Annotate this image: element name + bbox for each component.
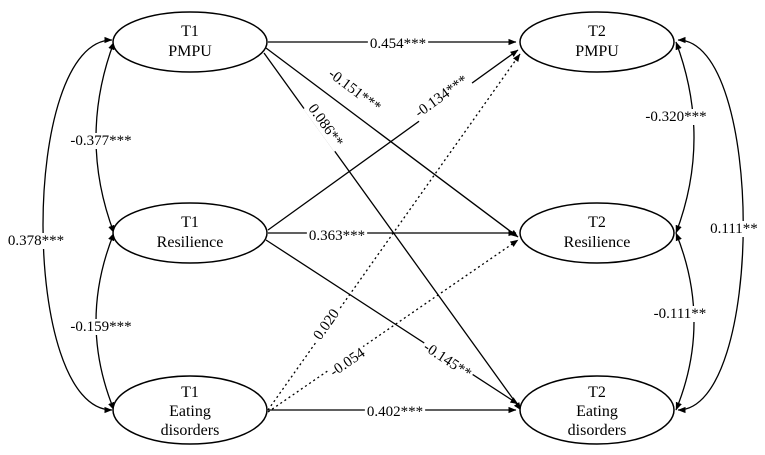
node-t1-resilience-line1: T1 [181, 214, 199, 231]
label-cov-t2-pmpu-eating: 0.111** [710, 221, 758, 237]
label-resilience-to-pmpu: -0.134*** [412, 72, 471, 121]
node-t1-pmpu-line1: T1 [181, 23, 199, 40]
label-pmpu-to-pmpu: 0.454*** [370, 36, 426, 52]
node-t2-resilience: T2 Resilience [519, 202, 675, 264]
label-backing [364, 404, 426, 420]
node-t1-eating-line1: T1 [181, 384, 199, 401]
node-t2-eating-disorders: T2 Eating disorders [519, 375, 675, 445]
label-backing [643, 109, 709, 125]
node-t1-pmpu-line2: PMPU [168, 43, 212, 60]
node-t1-eating-line3: disorders [161, 422, 220, 439]
label-cov-t1-pmpu-resilience: -0.377*** [70, 133, 131, 149]
label-backing [5, 233, 67, 249]
label-backing [651, 306, 709, 322]
node-t1-resilience-line2: Resilience [157, 234, 224, 251]
label-pmpu-to-eating: 0.086** [304, 101, 345, 150]
node-t1-eating-line2: Eating [169, 403, 211, 420]
node-t1-pmpu: T1 PMPU [112, 11, 268, 73]
label-backing [325, 343, 371, 382]
label-backing [418, 338, 476, 384]
path-resilience-to-pmpu [267, 49, 519, 231]
label-backing [68, 133, 134, 149]
label-eating-to-resilience: -0.054 [327, 345, 368, 380]
node-t2-pmpu-line2: PMPU [575, 43, 619, 60]
path-eating-to-resilience [267, 239, 519, 413]
node-t1-eating-disorders: T1 Eating disorders [112, 375, 268, 445]
label-backing [410, 71, 473, 123]
label-backing [303, 99, 348, 152]
path-pmpu-to-resilience [265, 47, 519, 238]
cov-t2-pmpu-resilience [675, 41, 695, 234]
node-t2-eating-line2: Eating [576, 403, 618, 420]
label-resilience-to-eating: -0.145** [420, 339, 474, 382]
label-backing [68, 319, 134, 335]
node-t2-pmpu: T2 PMPU [519, 11, 675, 73]
label-backing [708, 221, 760, 237]
label-cov-t2-pmpu-resilience: -0.320*** [645, 109, 706, 125]
label-backing [309, 304, 345, 345]
label-cov-t1-pmpu-eating: 0.378*** [8, 233, 64, 249]
node-t2-eating-line1: T2 [588, 384, 606, 401]
label-backing [306, 228, 368, 244]
label-backing [367, 36, 429, 52]
label-eating-to-eating: 0.402*** [367, 404, 423, 420]
label-resilience-to-resilience: 0.363*** [309, 228, 365, 244]
node-t2-resilience-line2: Resilience [564, 234, 631, 251]
node-t2-pmpu-line1: T2 [588, 23, 606, 40]
label-cov-t2-resilience-eating: -0.111** [654, 306, 707, 322]
cov-t1-pmpu-eating [42, 36, 113, 414]
label-pmpu-to-resilience: -0.151*** [325, 66, 384, 116]
node-t1-resilience: T1 Resilience [112, 202, 268, 264]
label-backing [323, 64, 386, 117]
node-t2-resilience-line1: T2 [588, 214, 606, 231]
label-cov-t1-resilience-eating: -0.159*** [70, 319, 131, 335]
path-resilience-to-eating [265, 239, 519, 405]
node-t2-eating-line3: disorders [568, 422, 627, 439]
